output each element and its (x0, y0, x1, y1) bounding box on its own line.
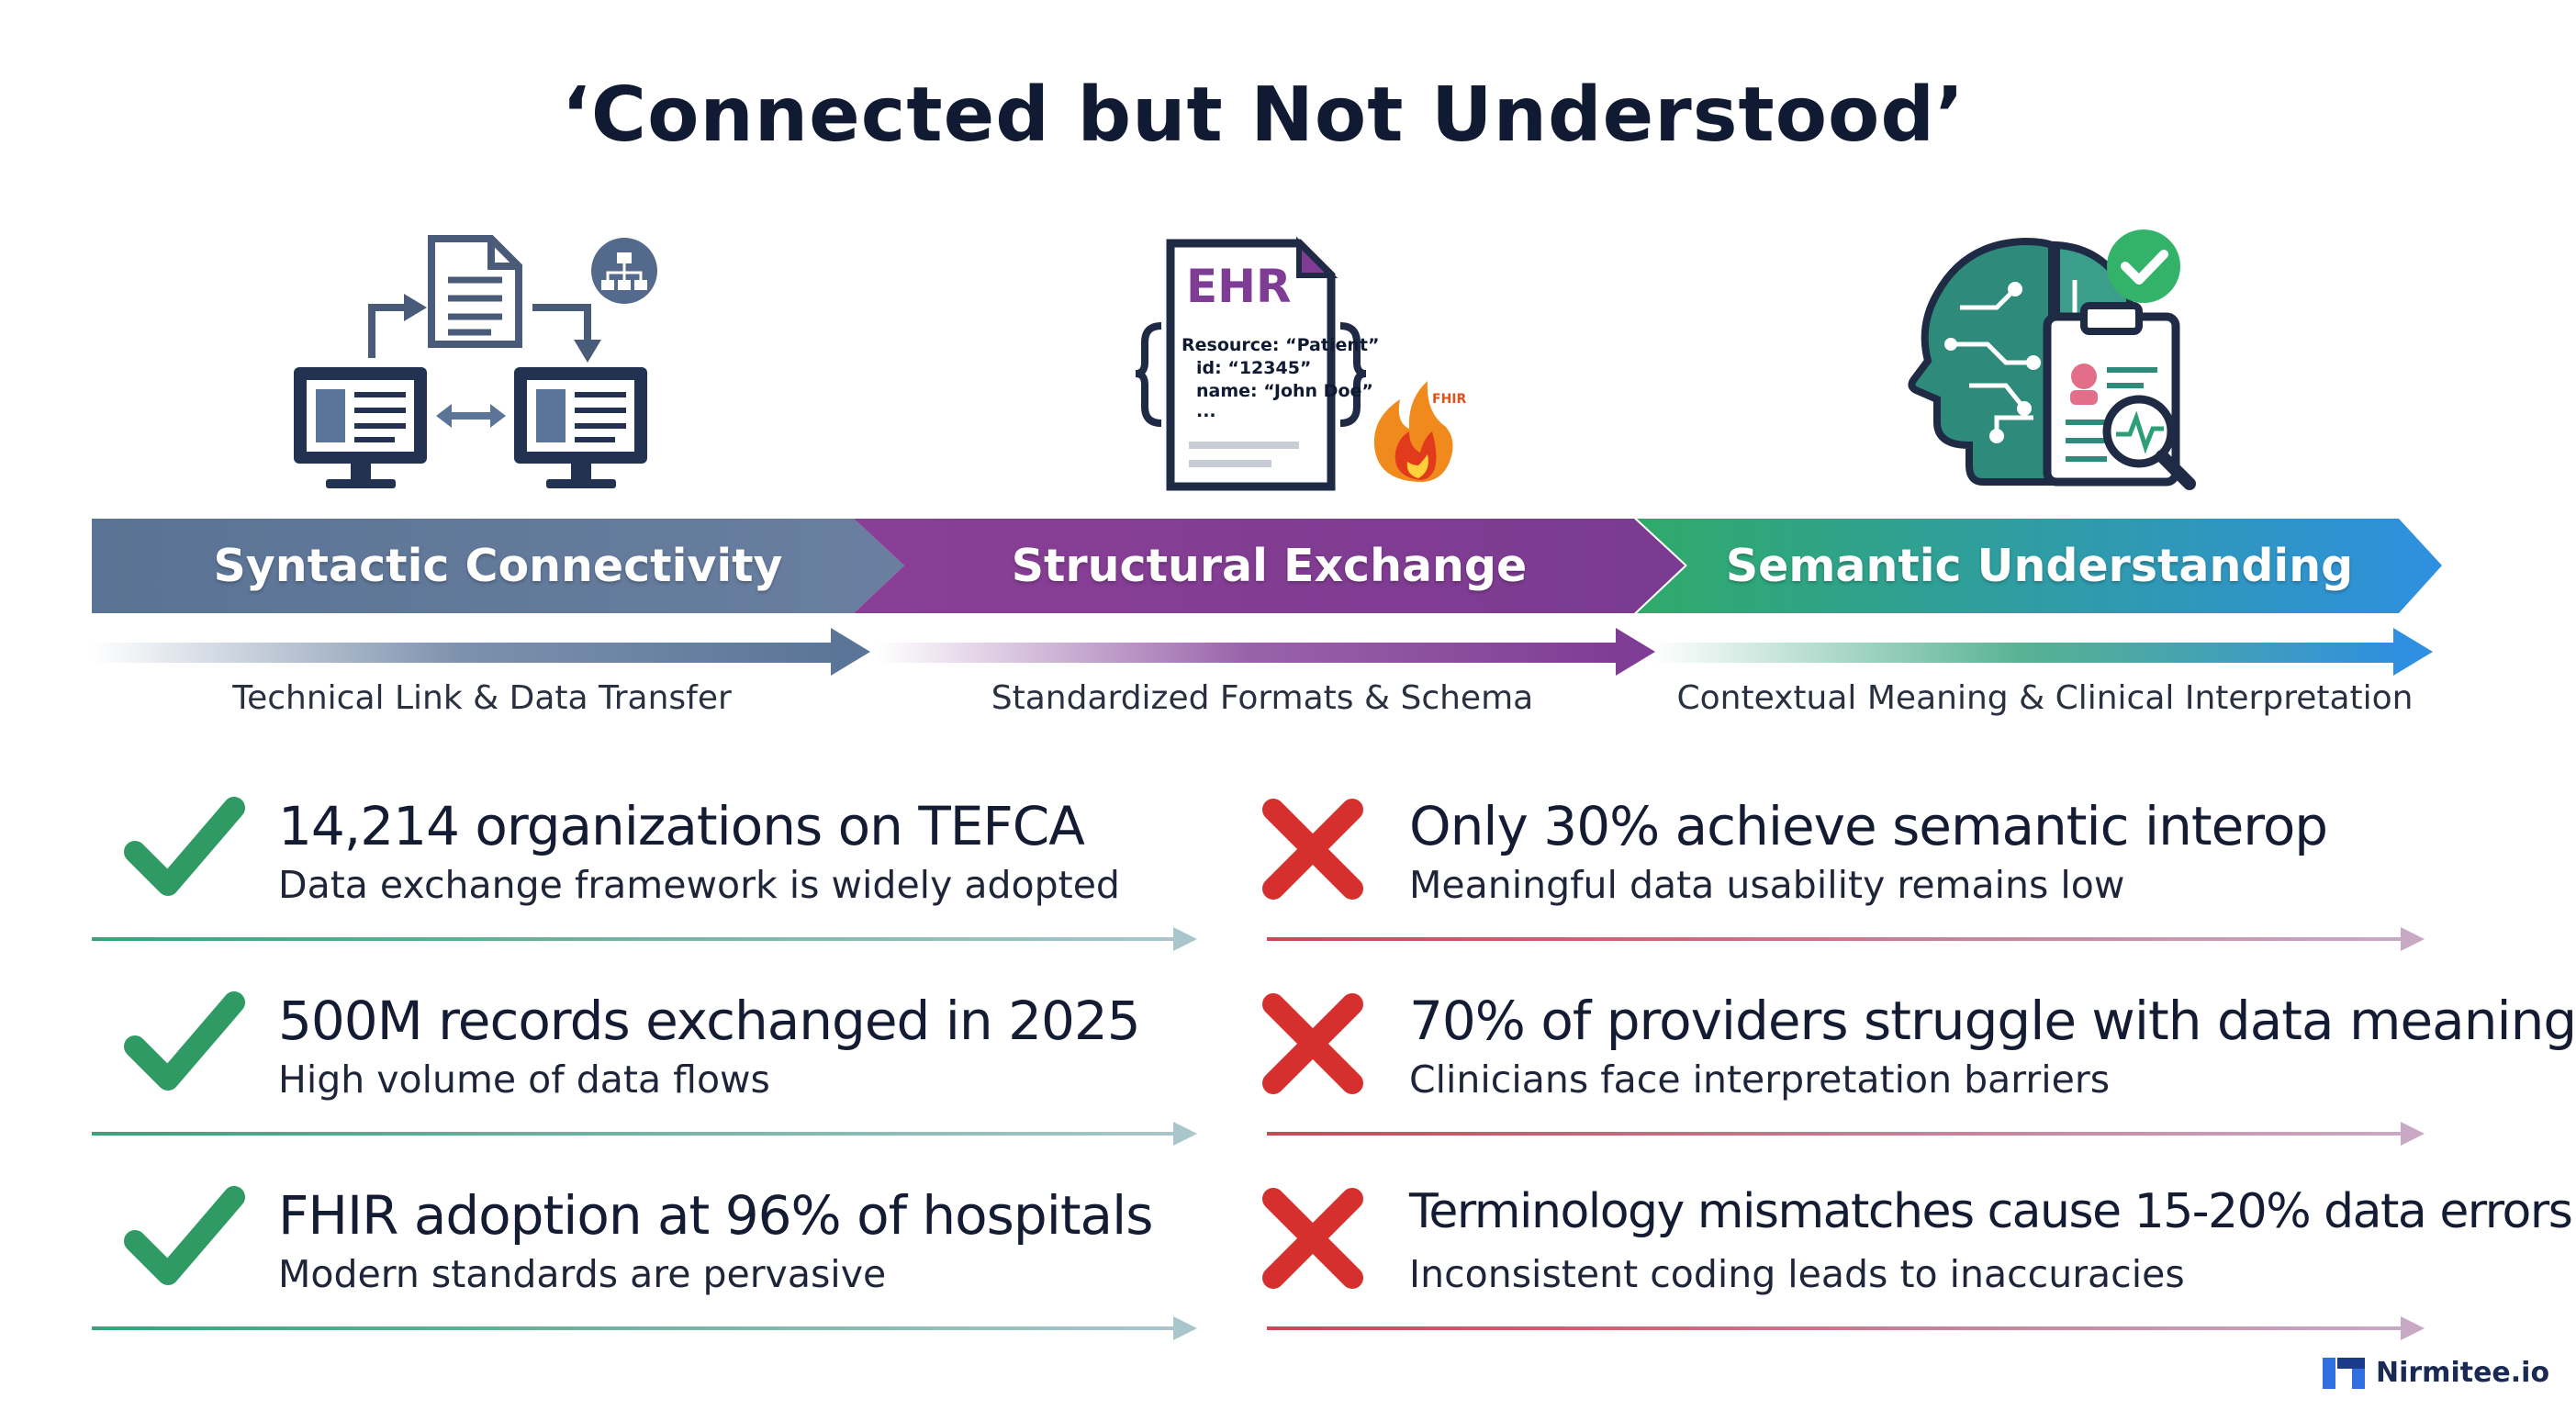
check-icon (124, 991, 245, 1091)
stage-progress-arrow (877, 628, 1655, 676)
ehr-line: name: “John Doe” (1196, 381, 1373, 401)
divider-arrow (1267, 1122, 2425, 1146)
divider-arrow (92, 1316, 1197, 1340)
page-title: ‘Connected but Not Understood’ (561, 72, 1966, 159)
fhir-badge: FHIR (1432, 392, 1467, 407)
ehr-header: EHR (1186, 260, 1292, 313)
stage-caption: Standardized Formats & Schema (991, 679, 1534, 717)
check-icon (124, 1186, 245, 1285)
ehr-document-icon: EHR Resource: “Patient” id: “12345” name… (1134, 234, 1473, 500)
stage-label: Syntactic Connectivity (213, 540, 783, 592)
success-item: 500M records exchanged in 2025 High volu… (92, 984, 1198, 1168)
divider-arrow (1267, 927, 2425, 951)
success-title: FHIR adoption at 96% of hospitals (278, 1184, 1153, 1247)
brand-logo-icon (2323, 1358, 2365, 1389)
check-icon (124, 797, 245, 896)
divider-arrow (1267, 1316, 2425, 1340)
cross-icon (1262, 799, 1363, 900)
stage-band-syntactic: Syntactic Connectivity (92, 519, 904, 613)
stage-progress-arrow (92, 628, 870, 676)
success-item: FHIR adoption at 96% of hospitals Modern… (92, 1179, 1198, 1362)
ehr-line: Resource: “Patient” (1182, 335, 1380, 355)
success-title: 14,214 organizations on TEFCA (278, 795, 1085, 857)
divider-arrow (92, 1122, 1197, 1146)
brain-clipboard-icon (1896, 225, 2203, 491)
failure-title: Only 30% achieve semantic interop (1409, 795, 2328, 857)
ehr-line: id: “12345” (1196, 358, 1312, 378)
failure-subtitle: Inconsistent coding leads to inaccuracie… (1409, 1252, 2185, 1296)
success-item: 14,214 organizations on TEFCA Data excha… (92, 789, 1198, 973)
brand-name: Nirmitee.io (2376, 1356, 2550, 1389)
failure-item: Terminology mismatches cause 15-20% data… (1253, 1179, 2573, 1362)
ehr-line: ... (1196, 401, 1216, 421)
failure-subtitle: Meaningful data usability remains low (1409, 863, 2125, 907)
stage-caption: Contextual Meaning & Clinical Interpreta… (1676, 679, 2414, 717)
stage-band-semantic: Semantic Understanding (1637, 519, 2442, 613)
failure-title: 70% of providers struggle with data mean… (1409, 990, 2576, 1052)
success-subtitle: Data exchange framework is widely adopte… (278, 863, 1120, 907)
failure-subtitle: Clinicians face interpretation barriers (1409, 1058, 2111, 1102)
stage-progress-arrow (1652, 628, 2433, 676)
success-subtitle: High volume of data flows (278, 1058, 770, 1102)
stage-label: Semantic Understanding (1725, 540, 2354, 592)
divider-arrow (92, 927, 1197, 951)
failure-title: Terminology mismatches cause 15-20% data… (1409, 1184, 2573, 1239)
network-computers-icon (285, 229, 670, 496)
brand-logo: Nirmitee.io (2323, 1354, 2549, 1391)
success-subtitle: Modern standards are pervasive (278, 1252, 887, 1296)
failure-item: 70% of providers struggle with data mean… (1253, 984, 2576, 1168)
cross-icon (1262, 993, 1363, 1094)
failure-item: Only 30% achieve semantic interop Meanin… (1253, 789, 2428, 973)
cross-icon (1262, 1188, 1363, 1289)
stage-label: Structural Exchange (1011, 540, 1528, 592)
stage-caption: Technical Link & Data Transfer (232, 679, 732, 717)
success-title: 500M records exchanged in 2025 (278, 990, 1141, 1052)
stage-band-structural: Structural Exchange (854, 519, 1685, 613)
